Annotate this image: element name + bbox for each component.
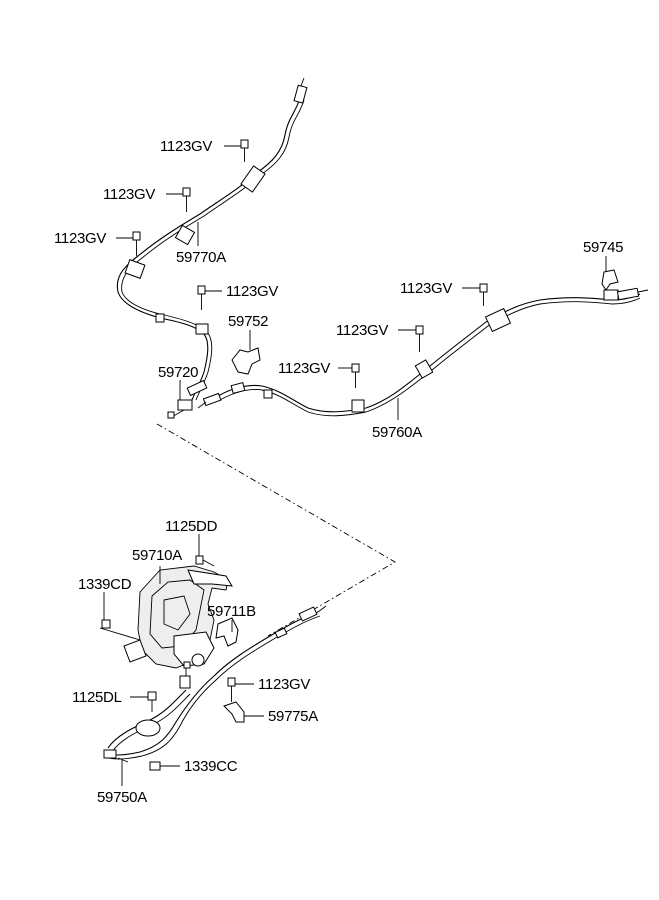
clip-59745 [601, 269, 619, 291]
label-1123GV-6: 1123GV [336, 322, 388, 339]
label-59711B: 59711B [207, 603, 256, 620]
bolt-1123GV-5 [479, 283, 488, 306]
connection-dashed-line [156, 423, 396, 637]
label-1125DL: 1125DL [72, 689, 122, 706]
bolt-1123GV-6 [415, 325, 424, 352]
label-59752: 59752 [228, 313, 268, 330]
label-1339CD: 1339CD [78, 576, 132, 593]
bolt-1123GV-7 [351, 363, 360, 388]
bracket-59752 [231, 347, 261, 375]
label-1123GV-8: 1123GV [258, 676, 310, 693]
parking-brake-lever-59710A [99, 565, 233, 669]
label-1123GV-1: 1123GV [160, 138, 212, 155]
clip-1339CD [101, 619, 111, 629]
bolt-1123GV-1 [240, 139, 249, 162]
clip-1339CC [149, 761, 161, 771]
label-1125DD: 1125DD [165, 518, 218, 535]
label-1123GV-4: 1123GV [226, 283, 278, 300]
bolt-1125DL [147, 691, 157, 712]
bracket-59711B [215, 617, 239, 647]
cable-59750A [103, 605, 327, 763]
label-59745: 59745 [583, 239, 623, 256]
cable-59760A [197, 287, 649, 417]
label-1339CC: 1339CC [184, 758, 238, 775]
label-59775A: 59775A [268, 708, 318, 725]
bolt-1123GV-2 [182, 187, 191, 212]
label-59760A: 59760A [372, 424, 422, 441]
bolt-1123GV-3 [132, 231, 141, 256]
bolt-1123GV-8 [227, 677, 236, 702]
label-1123GV-3: 1123GV [54, 230, 106, 247]
cable-59770A [116, 77, 308, 419]
label-1123GV-7: 1123GV [278, 360, 330, 377]
label-1123GV-2: 1123GV [103, 186, 155, 203]
label-59720: 59720 [158, 364, 198, 381]
label-59710A: 59710A [132, 547, 182, 564]
label-59750A: 59750A [97, 789, 147, 806]
leader-lines [103, 145, 607, 786]
label-1123GV-5: 1123GV [400, 280, 452, 297]
label-59770A: 59770A [176, 249, 226, 266]
bolt-1125DD [195, 555, 215, 567]
bolt-1123GV-4 [197, 285, 206, 310]
bracket-59775A [223, 701, 245, 723]
